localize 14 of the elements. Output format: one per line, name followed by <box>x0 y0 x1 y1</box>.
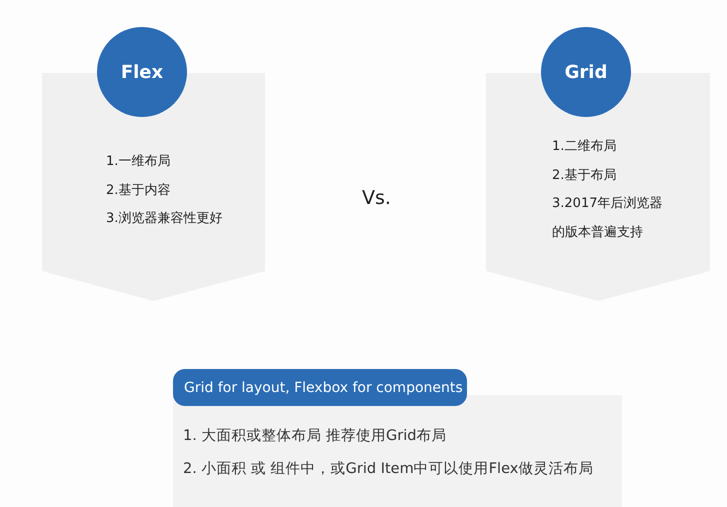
list-item: 1.一维布局 <box>106 153 172 171</box>
banner-text: Grid for layout, Flexbox for components <box>184 380 463 396</box>
heading-banner <box>173 369 467 406</box>
list-item: 2.基于内容 <box>106 182 172 200</box>
heading-text: Grid <box>564 62 608 82</box>
list-item: 1.二维布局 <box>552 138 618 156</box>
note-panel <box>173 395 622 507</box>
list-item: 3.2017年后浏览器的版本普遍支持 <box>552 195 664 242</box>
list-item: 2. 小面积 或 组件中，或Grid Item中可以使用Flex做灵活布局 <box>183 460 594 479</box>
list-item: 2.基于布局 <box>552 166 618 185</box>
list-item: 1. 大面积或整体布局 推荐使用Grid布局 <box>183 427 448 446</box>
vs-label: Vs. <box>362 187 391 209</box>
list-item: 3.浏览器兼容性更好 <box>106 210 224 228</box>
heading-text: Flex <box>120 62 164 82</box>
